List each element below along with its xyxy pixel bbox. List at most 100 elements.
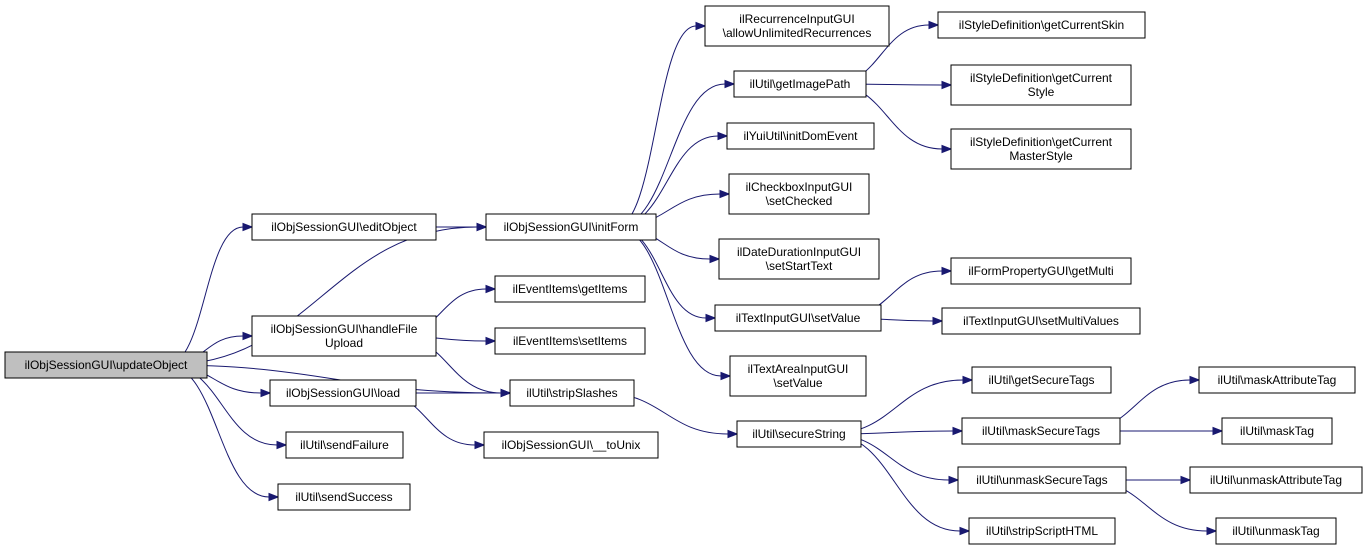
node-label: ilStyleDefinition\getCurrentSkin <box>959 18 1124 32</box>
node-mask-tag[interactable]: ilUtil\maskTag <box>1221 417 1333 445</box>
node-label: ilUtil\sendFailure <box>300 438 389 452</box>
node-box <box>957 466 1127 494</box>
node-load[interactable]: ilObjSessionGUI\load <box>269 379 417 407</box>
node-box <box>494 275 646 303</box>
node-get-secure-tags[interactable]: ilUtil\getSecureTags <box>971 366 1112 394</box>
node-unmask-tag[interactable]: ilUtil\unmaskTag <box>1215 517 1337 545</box>
node-label: ilTextInputGUI\setValue <box>736 311 861 325</box>
node-box <box>968 517 1116 545</box>
node-box <box>733 70 867 98</box>
node-label: ilObjSessionGUI\__toUnix <box>502 438 641 452</box>
node-get-items[interactable]: ilEventItems\getItems <box>494 275 646 303</box>
node-mask-attribute-tag[interactable]: ilUtil\maskAttributeTag <box>1198 366 1356 394</box>
call-nodes: ilObjSessionGUI\updateObject ilObjSession… <box>4 5 1363 545</box>
node-label: ilStyleDefinition\getCurrent <box>970 71 1113 85</box>
node-edit-object[interactable]: ilObjSessionGUI\editObject <box>251 213 437 241</box>
node-strip-slashes[interactable]: ilUtil\stripSlashes <box>509 379 635 407</box>
edge-update-object-to-send-success <box>166 364 280 502</box>
node-get-multi[interactable]: ilFormPropertyGUI\getMulti <box>950 257 1132 285</box>
node-box <box>251 213 437 241</box>
node-box <box>971 366 1112 394</box>
node-box <box>1189 466 1363 494</box>
node-label: ilObjSessionGUI\load <box>286 386 400 400</box>
node-box <box>736 420 862 448</box>
node-allow-unlimited[interactable]: ilRecurrenceInputGUI\allowUnlimitedRecur… <box>704 5 890 47</box>
node-box <box>1221 417 1333 445</box>
node-label: ilObjSessionGUI\updateObject <box>25 358 188 372</box>
node-box <box>961 417 1121 445</box>
node-label: ilUtil\getImagePath <box>750 77 851 91</box>
node-label: ilTextAreaInputGUI <box>748 362 849 376</box>
node-update-object[interactable]: ilObjSessionGUI\updateObject <box>4 351 208 379</box>
node-box <box>1198 366 1356 394</box>
node-box <box>950 64 1132 106</box>
node-box <box>494 327 646 355</box>
node-label: ilRecurrenceInputGUI <box>739 12 854 26</box>
node-init-dom-event[interactable]: ilYuiUtil\initDomEvent <box>726 122 875 150</box>
edge-init-form-to-set-value-text <box>615 226 717 323</box>
node-box <box>509 379 635 407</box>
node-mask-secure-tags[interactable]: ilUtil\maskSecureTags <box>961 417 1121 445</box>
node-init-form[interactable]: ilObjSessionGUI\initForm <box>485 213 657 241</box>
node-box <box>285 431 404 459</box>
node-send-success[interactable]: ilUtil\sendSuccess <box>277 483 411 511</box>
node-label: ilDateDurationInputGUI <box>737 245 861 259</box>
node-set-value-text[interactable]: ilTextInputGUI\setValue <box>714 304 882 332</box>
node-box <box>1215 517 1337 545</box>
node-label: ilUtil\unmaskSecureTags <box>976 473 1107 487</box>
node-label: \setStartText <box>766 259 833 273</box>
node-label: ilUtil\secureString <box>752 427 845 441</box>
node-box <box>937 11 1146 39</box>
node-get-current-skin[interactable]: ilStyleDefinition\getCurrentSkin <box>937 11 1146 39</box>
node-strip-script-html[interactable]: ilUtil\stripScriptHTML <box>968 517 1116 545</box>
node-set-checked[interactable]: ilCheckboxInputGUI\setChecked <box>728 173 870 215</box>
node-box <box>704 5 890 47</box>
node-box <box>950 257 1132 285</box>
node-box <box>714 304 882 332</box>
node-label: ilObjSessionGUI\handleFile <box>271 322 418 336</box>
node-set-multi-values[interactable]: ilTextInputGUI\setMultiValues <box>941 307 1141 335</box>
node-label: ilUtil\sendSuccess <box>295 490 392 504</box>
node-label: ilUtil\getSecureTags <box>988 373 1094 387</box>
edge-update-object-to-edit-object <box>166 222 254 366</box>
node-box <box>251 315 437 357</box>
node-label: ilUtil\maskAttributeTag <box>1218 373 1337 387</box>
node-set-value-area[interactable]: ilTextAreaInputGUI\setValue <box>729 355 867 397</box>
edge-init-form-to-allow-unlimited <box>615 21 707 228</box>
node-label: \setChecked <box>766 194 833 208</box>
node-set-start-text[interactable]: ilDateDurationInputGUI\setStartText <box>718 238 880 280</box>
node-label: ilYuiUtil\initDomEvent <box>743 129 858 143</box>
node-box <box>4 351 208 379</box>
node-unmask-secure-tags[interactable]: ilUtil\unmaskSecureTags <box>957 466 1127 494</box>
node-label: ilObjSessionGUI\editObject <box>271 220 417 234</box>
node-box <box>485 213 657 241</box>
node-label: ilEventItems\getItems <box>513 282 628 296</box>
node-box <box>726 122 875 150</box>
node-secure-string[interactable]: ilUtil\secureString <box>736 420 862 448</box>
node-label: ilCheckboxInputGUI <box>746 180 853 194</box>
node-label: Upload <box>325 336 363 350</box>
node-send-failure[interactable]: ilUtil\sendFailure <box>285 431 404 459</box>
node-box <box>277 483 411 511</box>
node-set-items[interactable]: ilEventItems\setItems <box>494 327 646 355</box>
node-label: ilFormPropertyGUI\getMulti <box>968 264 1113 278</box>
node-box <box>950 128 1132 170</box>
node-label: ilObjSessionGUI\initForm <box>504 220 639 234</box>
node-box <box>483 431 659 459</box>
edge-init-form-to-get-image-path <box>615 79 736 228</box>
node-get-image-path[interactable]: ilUtil\getImagePath <box>733 70 867 98</box>
node-label: ilEventItems\setItems <box>513 334 627 348</box>
node-unmask-attribute-tag[interactable]: ilUtil\unmaskAttributeTag <box>1189 466 1363 494</box>
node-to-unix[interactable]: ilObjSessionGUI\__toUnix <box>483 431 659 459</box>
node-box <box>729 355 867 397</box>
edge-secure-string-to-strip-script-html <box>829 433 971 536</box>
node-label: ilUtil\maskTag <box>1240 424 1314 438</box>
node-box <box>269 379 417 407</box>
node-label: Style <box>1028 85 1055 99</box>
node-label: ilUtil\unmaskTag <box>1232 524 1319 538</box>
node-box <box>941 307 1141 335</box>
